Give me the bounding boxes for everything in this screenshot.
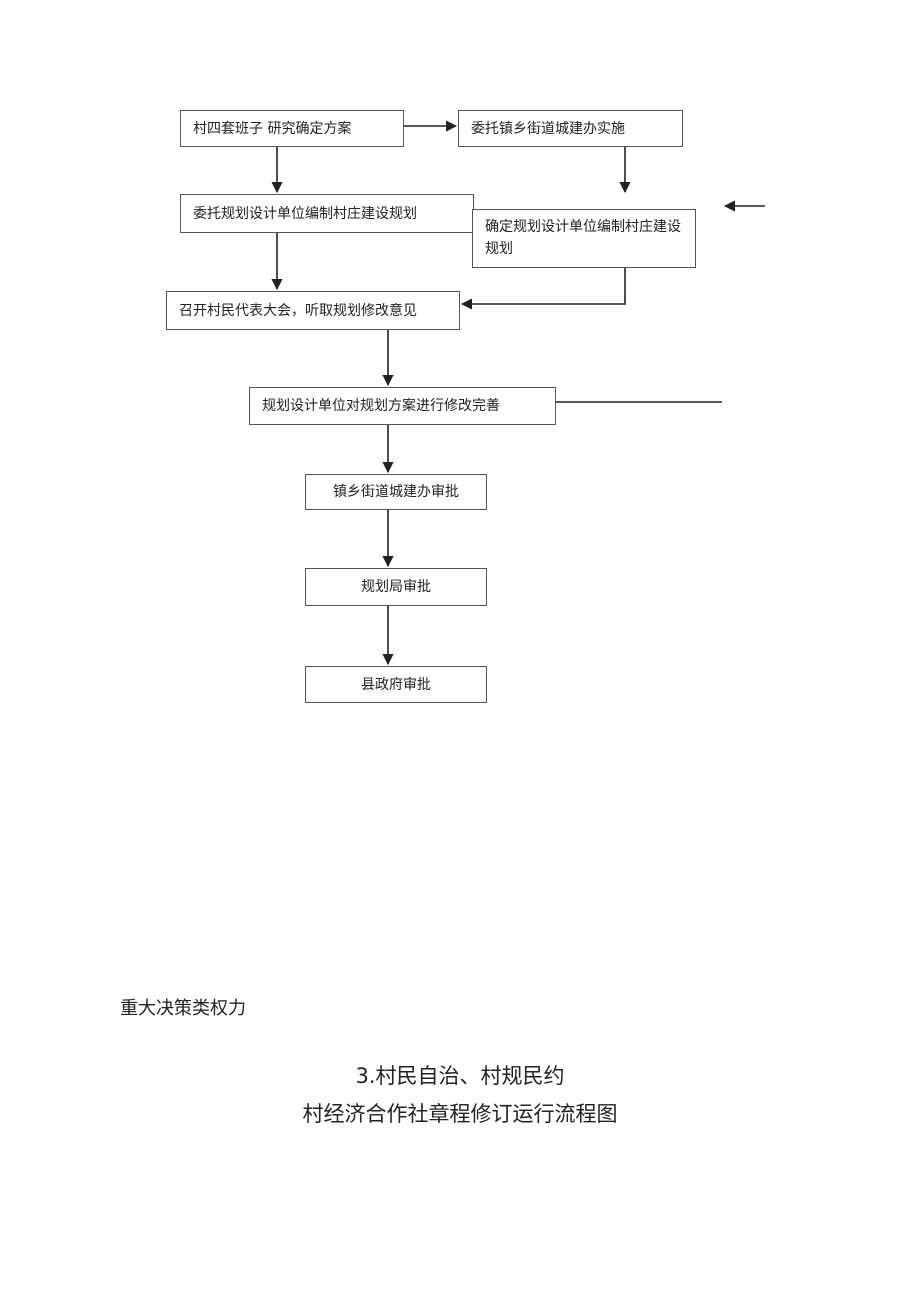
flowchart-connectors bbox=[271, 120, 765, 666]
category-label: 重大决策类权力 bbox=[120, 998, 246, 1019]
node-n7: 镇乡街道城建办审批 bbox=[305, 474, 487, 510]
node-n6: 规划设计单位对规划方案进行修改完善 bbox=[249, 387, 556, 425]
node-n4: 确定规划设计单位编制村庄建设规划 bbox=[472, 209, 696, 268]
node-n3: 委托规划设计单位编制村庄建设规划 bbox=[180, 194, 474, 233]
node-n2: 委托镇乡街道城建办实施 bbox=[458, 110, 683, 147]
arrow-n4-to-n5 bbox=[460, 268, 626, 310]
flowchart-title: 村经济合作社章程修订运行流程图 bbox=[302, 1102, 618, 1126]
node-n1: 村四套班子 研究确定方案 bbox=[180, 110, 404, 147]
section-heading: 3.村民自治、村规民约 bbox=[355, 1064, 565, 1088]
node-n9: 县政府审批 bbox=[305, 666, 487, 703]
node-n8: 规划局审批 bbox=[305, 568, 487, 606]
node-n5: 召开村民代表大会，听取规划修改意见 bbox=[166, 291, 460, 330]
